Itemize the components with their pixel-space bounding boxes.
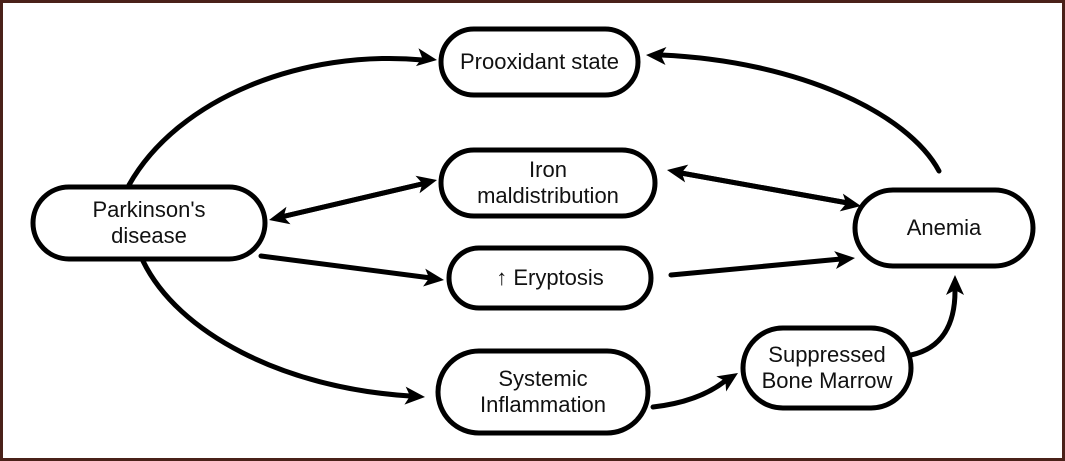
node-label: Iron [529, 157, 567, 182]
edge-pd-to-systemic-inflammation [140, 258, 425, 405]
edge-eryptosis-to-anemia [668, 251, 855, 278]
edge-pd-to-eryptosis [258, 253, 444, 287]
node-shape [435, 348, 651, 436]
arrow-head-icon [839, 193, 861, 212]
node-shape [438, 147, 658, 219]
node-label: ↑ Eryptosis [496, 265, 604, 290]
node-eryptosis[interactable]: ↑ Eryptosis [446, 245, 654, 311]
arrow-head-icon [404, 386, 425, 405]
arrow-head-icon [834, 251, 855, 270]
node-label: Parkinson's [92, 197, 205, 222]
edge-line [678, 170, 851, 206]
arrow-head-icon [946, 275, 964, 295]
node-label: Inflammation [480, 392, 606, 417]
node-label: disease [111, 223, 187, 248]
node-prooxidant-state[interactable]: Prooxidant state [438, 26, 641, 98]
node-shape [740, 325, 914, 411]
edge-iron-maldistribution-to-anemia [678, 170, 861, 212]
node-shape [30, 184, 268, 262]
node-label: Prooxidant state [460, 49, 619, 74]
edge-line [140, 258, 413, 399]
edge-systemic-inflammation-to-bone-marrow [650, 373, 738, 410]
edges-layer [126, 47, 964, 410]
edge-pd-to-prooxidant [126, 48, 437, 188]
node-label: Anemia [907, 215, 982, 240]
arrow-head-icon [415, 48, 437, 67]
edge-iron-maldistribution-to-pd [269, 180, 429, 225]
arrow-head-icon [646, 47, 667, 66]
node-shape [852, 187, 1036, 269]
edge-line [908, 288, 958, 358]
node-label: maldistribution [477, 183, 619, 208]
node-label: Suppressed [768, 342, 885, 367]
node-shape [438, 26, 641, 98]
arrow-head-icon [667, 164, 689, 183]
edge-line [658, 52, 942, 174]
arrow-head-icon [423, 268, 444, 287]
edge-line [650, 378, 728, 410]
arrow-head-icon [269, 206, 291, 225]
edge-line [258, 253, 434, 281]
node-shape [446, 245, 654, 311]
node-label: Systemic [498, 366, 587, 391]
node-label: Bone Marrow [762, 368, 893, 393]
edge-line [668, 256, 844, 278]
arrow-head-icon [716, 373, 738, 392]
edge-line [278, 180, 429, 220]
edge-line [126, 55, 426, 188]
edge-bone-marrow-to-anemia [908, 275, 964, 358]
node-anemia[interactable]: Anemia [852, 187, 1036, 269]
edge-anemia-to-prooxidant [646, 47, 942, 174]
